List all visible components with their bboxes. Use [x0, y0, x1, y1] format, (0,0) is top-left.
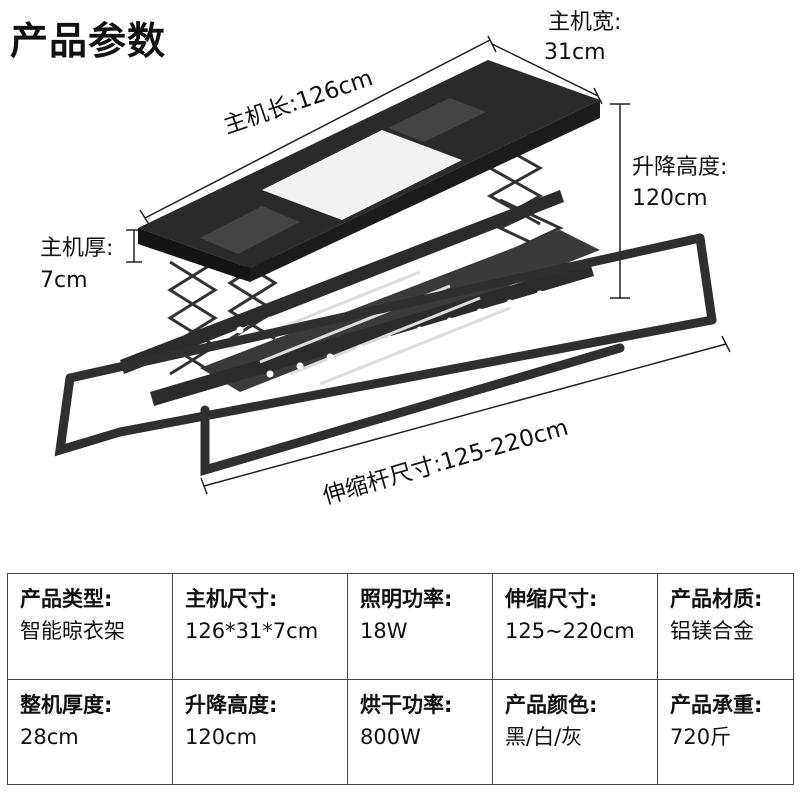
spec-label: 产品类型:: [20, 587, 113, 611]
host-width-value: 31cm: [544, 40, 606, 65]
spec-cell: 烘干功率: 800W: [347, 678, 493, 785]
dimension-width-line: [487, 35, 603, 105]
spec-value: 720斤: [670, 724, 732, 749]
spec-cell: 主机尺寸: 126*31*7cm: [172, 573, 348, 680]
spec-value: 智能晾衣架: [20, 619, 125, 643]
spec-value: 126*31*7cm: [185, 619, 319, 643]
page-title: 产品参数: [10, 19, 167, 63]
spec-label: 烘干功率:: [360, 692, 453, 717]
spec-cell: 升降高度: 120cm: [172, 678, 348, 785]
spec-cell: 产品类型: 智能晾衣架: [7, 573, 173, 680]
spec-value: 800W: [360, 724, 421, 749]
drying-rack-illustration: [54, 35, 731, 495]
spec-value: 18W: [360, 619, 408, 643]
spec-cell: 伸缩尺寸: 125~220cm: [492, 573, 658, 680]
spec-cell: 产品颜色: 黑/白/灰: [492, 678, 658, 785]
host-thickness-value: 7cm: [40, 268, 88, 293]
spec-label: 伸缩尺寸:: [505, 587, 598, 611]
dimension-height-line: [610, 103, 630, 299]
spec-value: 黑/白/灰: [505, 724, 583, 749]
spec-label: 照明功率:: [360, 587, 453, 611]
lift-height-label: 升降高度:: [632, 155, 728, 180]
spec-label: 产品材质:: [670, 587, 763, 611]
spec-table: 产品类型: 智能晾衣架 主机尺寸: 126*31*7cm 照明功率: 18W 伸…: [7, 573, 794, 785]
host-thickness-label: 主机厚:: [40, 236, 114, 261]
spec-label: 升降高度:: [185, 692, 278, 717]
spec-value: 120cm: [185, 724, 258, 749]
spec-row: 产品类型: 智能晾衣架 主机尺寸: 126*31*7cm 照明功率: 18W 伸…: [7, 573, 794, 680]
lift-height-value: 120cm: [632, 186, 708, 211]
dimension-rod-line: [200, 335, 731, 495]
spec-label: 产品承重:: [670, 692, 763, 717]
host-unit: [138, 60, 600, 282]
spec-cell: 整机厚度: 28cm: [7, 678, 173, 785]
spec-value: 28cm: [20, 724, 79, 749]
spec-label: 产品颜色:: [505, 692, 598, 717]
spec-label: 主机尺寸:: [185, 587, 278, 611]
host-width-label: 主机宽:: [548, 10, 622, 35]
telescopic-rods: [54, 233, 717, 477]
spec-cell: 产品材质: 铝镁合金: [657, 573, 794, 680]
spec-cell: 产品承重: 720斤: [657, 678, 794, 785]
spec-cell: 照明功率: 18W: [347, 573, 493, 680]
spec-row: 整机厚度: 28cm 升降高度: 120cm 烘干功率: 800W 产品颜色: …: [7, 678, 794, 785]
spec-value: 125~220cm: [505, 619, 635, 643]
light-panel: [262, 130, 462, 220]
rack-body: [120, 190, 600, 406]
spec-value: 铝镁合金: [670, 619, 754, 643]
spec-label: 整机厚度:: [20, 692, 113, 717]
